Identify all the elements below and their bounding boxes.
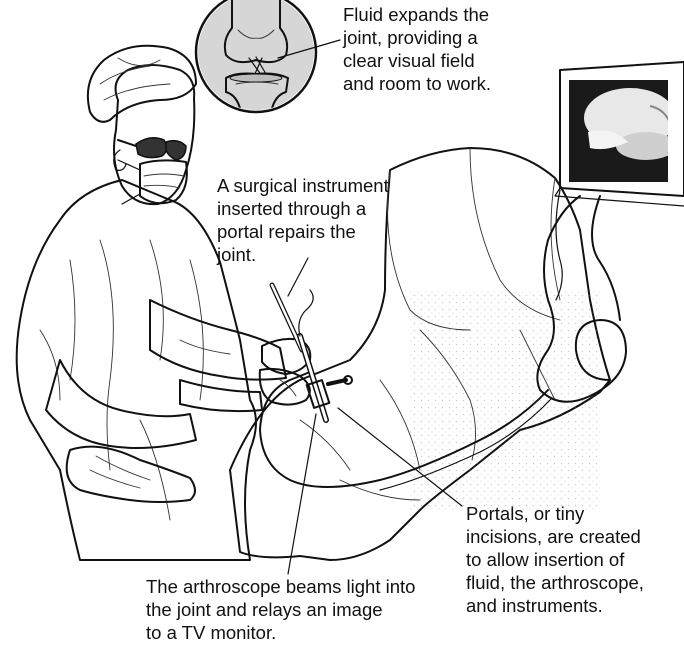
portals-annotation: Portals, or tiny incisions, are created … [466, 502, 644, 617]
fluid-line-1: Fluid expands the [343, 3, 491, 26]
portals-line-2: incisions, are created [466, 525, 644, 548]
instrument-line-4: joint. [217, 243, 389, 266]
arthroscope-annotation: The arthroscope beams light into the joi… [146, 575, 415, 644]
arthroscope-leader [288, 414, 316, 574]
arthroscope-and-instrument [272, 285, 352, 420]
knee-joint-inset [190, 0, 340, 120]
portals-line-3: to allow insertion of [466, 548, 644, 571]
fluid-line-2: joint, providing a [343, 26, 491, 49]
fluid-line-4: and room to work. [343, 72, 491, 95]
fluid-line-3: clear visual field [343, 49, 491, 72]
portals-line-1: Portals, or tiny [466, 502, 644, 525]
instrument-line-1: A surgical instrument [217, 174, 389, 197]
arthroscope-line-2: the joint and relays an image [146, 598, 415, 621]
portals-line-5: and instruments. [466, 594, 644, 617]
fluid-annotation: Fluid expands the joint, providing a cle… [343, 3, 491, 95]
instrument-annotation: A surgical instrument inserted through a… [217, 174, 389, 266]
portals-line-4: fluid, the arthroscope, [466, 571, 644, 594]
instrument-line-3: portal repairs the [217, 220, 389, 243]
surgeon [17, 46, 311, 560]
arthroscope-line-1: The arthroscope beams light into [146, 575, 415, 598]
arthroscope-line-3: to a TV monitor. [146, 621, 415, 644]
tv-monitor [555, 62, 684, 206]
instrument-line-2: inserted through a [217, 197, 389, 220]
